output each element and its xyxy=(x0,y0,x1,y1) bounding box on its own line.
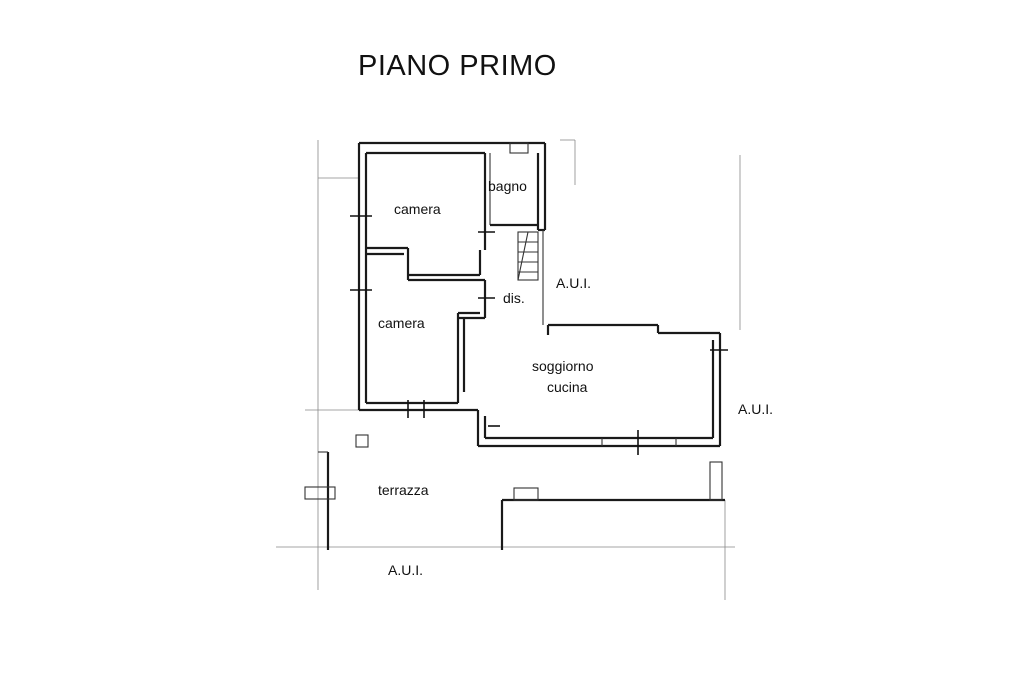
plan-title: PIANO PRIMO xyxy=(358,50,557,82)
opening-marks xyxy=(350,215,728,455)
neighbor-label-bottom: A.U.I. xyxy=(388,562,423,578)
guide-lines xyxy=(276,139,741,600)
room-label-terrazza: terrazza xyxy=(378,482,429,498)
room-label-dis: dis. xyxy=(503,290,525,306)
room-label-cucina: cucina xyxy=(547,379,588,395)
exterior-walls xyxy=(357,141,722,448)
room-label-camera-top: camera xyxy=(394,201,441,217)
room-label-soggiorno: soggiorno xyxy=(532,358,594,374)
room-label-camera-bottom: camera xyxy=(378,315,425,331)
room-label-bagno: bagno xyxy=(488,178,527,194)
terrace-outline xyxy=(304,434,725,550)
interior-walls xyxy=(366,142,539,403)
neighbor-label-right: A.U.I. xyxy=(738,401,773,417)
neighbor-label-upper: A.U.I. xyxy=(556,275,591,291)
